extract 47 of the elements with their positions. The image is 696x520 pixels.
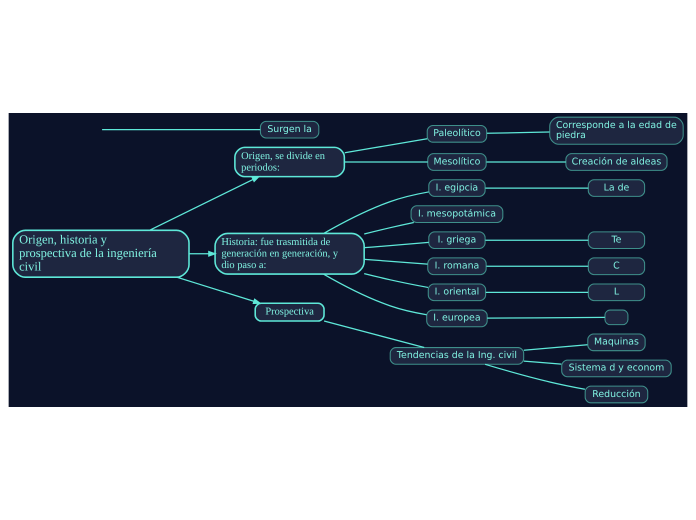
node-box: Creación de aldeas: [565, 153, 668, 171]
node-box: I. egipcia: [428, 179, 486, 197]
connector: [524, 360, 562, 365]
connector: [486, 292, 588, 293]
node-box: L: [588, 283, 646, 302]
node-box: I. europea: [426, 310, 488, 328]
connector: [486, 161, 566, 163]
node-box: I. romana: [427, 257, 487, 276]
node-box: Origen, historia y prospectiva de la ingeniería civil: [12, 230, 190, 278]
node-box: Sistema d y econom: [561, 360, 672, 378]
connector: [344, 138, 428, 154]
connector: [364, 258, 428, 265]
connector: [344, 161, 428, 163]
connector: [524, 344, 588, 351]
node-box: I. oriental: [428, 283, 486, 302]
node-box: Reducción: [584, 386, 648, 404]
connector: [485, 187, 588, 189]
connector: [324, 320, 424, 348]
node-box: [604, 310, 628, 326]
node-box: Tendencias de la Ing. civil: [390, 347, 524, 365]
connector: [323, 274, 427, 316]
connector: [486, 266, 588, 267]
connector: [102, 129, 260, 130]
connector: [487, 316, 605, 319]
node-box: La de: [588, 179, 646, 197]
node-box: Prospectiva: [254, 302, 325, 322]
node-box: Historia: fue trasmitida de generación en generación, y dio paso a:: [214, 232, 365, 275]
arrow: [176, 276, 262, 304]
arrow: [150, 176, 260, 231]
connector: [486, 131, 550, 134]
node-box: Surgen la: [260, 120, 320, 139]
connector: [484, 364, 585, 390]
node-box: C: [588, 257, 646, 276]
node-box: I. mesopotámica: [410, 205, 504, 223]
connector: [485, 240, 588, 241]
node-box: Corresponde a la edad de piedra: [549, 116, 684, 145]
node-box: Mesolítico: [427, 153, 487, 171]
connector: [364, 272, 428, 288]
node-box: Te: [588, 231, 646, 250]
connector: [364, 222, 414, 235]
node-box: Maquinas: [587, 334, 646, 352]
connector: [364, 242, 429, 248]
connector: [324, 191, 429, 234]
node-box: Paleolítico: [426, 124, 488, 143]
node-box: I. griega: [428, 231, 486, 250]
node-box: Origen, se divide en periodos:: [234, 146, 346, 178]
arrow: [189, 250, 217, 257]
